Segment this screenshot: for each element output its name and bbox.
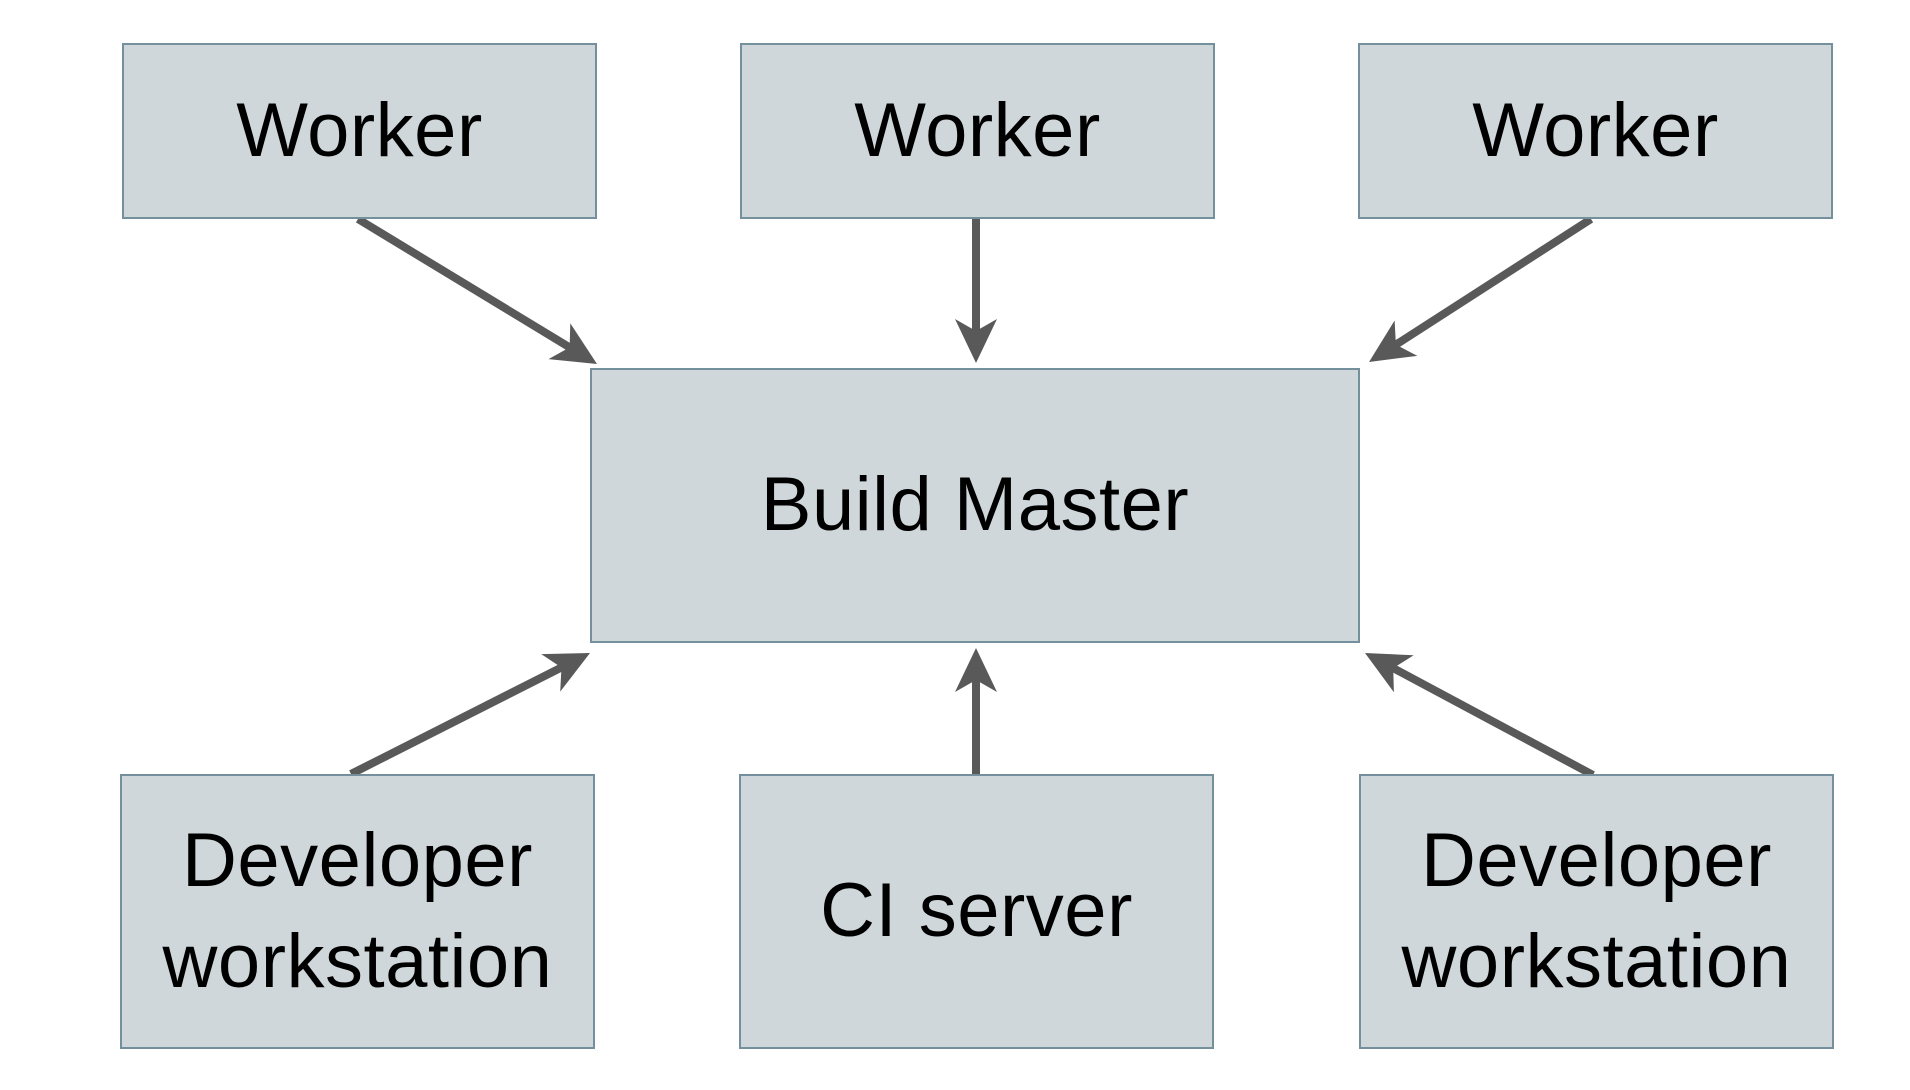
arrow-developer-workstation-left-to-build-master: [349, 653, 590, 778]
arrow-developer-workstation-right-to-build-master: [1365, 653, 1595, 779]
node-label-developer-workstation-right: Developer workstation: [1401, 818, 1792, 1004]
node-developer-workstation-left: Developer workstation: [120, 774, 595, 1049]
node-label-worker-1: Worker: [236, 87, 483, 173]
arrow-worker-3-to-build-master: [1369, 215, 1594, 362]
arrow-worker-2-to-build-master: [955, 219, 997, 363]
node-developer-workstation-right: Developer workstation: [1359, 774, 1834, 1049]
node-label-ci-server: CI server: [820, 868, 1133, 954]
node-worker-3: Worker: [1358, 43, 1833, 219]
node-build-master: Build Master: [590, 368, 1360, 643]
node-worker-2: Worker: [740, 43, 1215, 219]
node-label-worker-2: Worker: [854, 87, 1101, 173]
arrow-worker-1-to-build-master: [355, 215, 597, 364]
node-ci-server: CI server: [739, 774, 1214, 1049]
arrow-ci-server-to-build-master: [955, 648, 997, 774]
node-label-build-master: Build Master: [760, 462, 1190, 548]
node-label-worker-3: Worker: [1472, 87, 1719, 173]
node-worker-1: Worker: [122, 43, 597, 219]
node-label-developer-workstation-left: Developer workstation: [162, 818, 553, 1004]
